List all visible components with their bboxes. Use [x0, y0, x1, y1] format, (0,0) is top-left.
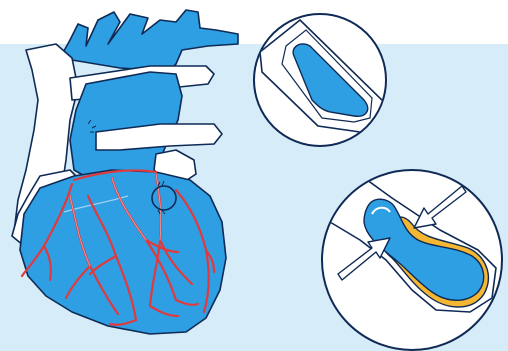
- normal-vessel-detail: [254, 14, 386, 146]
